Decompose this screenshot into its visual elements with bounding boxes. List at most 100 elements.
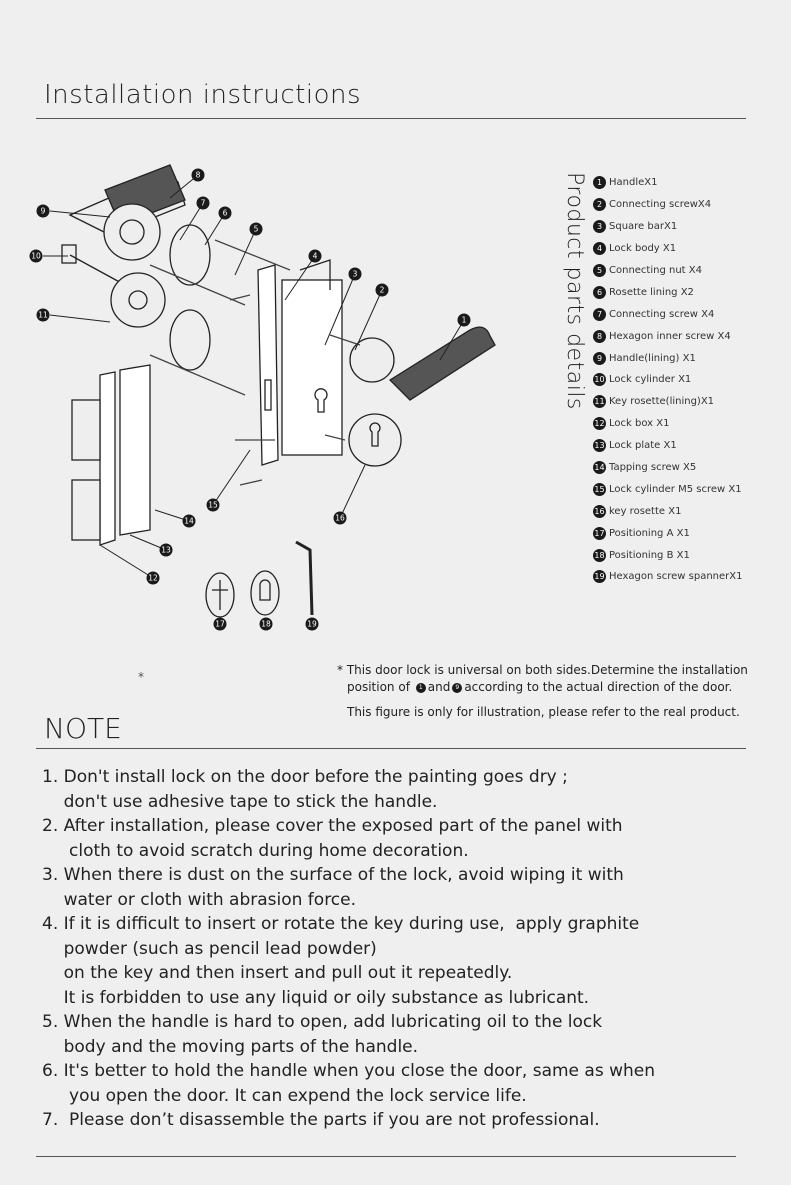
page-title: Installation instructions	[44, 80, 362, 110]
leader-lines	[43, 174, 465, 579]
parts-title: Product parts details	[562, 172, 587, 410]
part-label: Positioning B X1	[609, 549, 690, 561]
note-list: 1. Don't install lock on the door before…	[42, 765, 655, 1133]
note-line: 6. It's better to hold the handle when y…	[42, 1061, 656, 1081]
part-number: 11	[593, 395, 606, 409]
part-label: Key rosette(lining)X1	[609, 396, 715, 408]
note-line: don't use adhesive tape to stick the han…	[42, 791, 438, 812]
part-label: Lock box X1	[609, 418, 670, 430]
part-number: 8	[593, 329, 606, 343]
part-label: Rosette lining X2	[609, 286, 694, 298]
footnote-text: and	[427, 680, 451, 694]
footnote-text: according to the actual direction of the…	[464, 680, 733, 694]
key-rosette-drawing	[348, 413, 402, 467]
note-divider	[36, 748, 746, 749]
part-label: Lock cylinder M5 screw X1	[609, 483, 742, 495]
part-number: 14	[593, 461, 606, 475]
callout-6: 6	[218, 206, 232, 220]
callout-15: 15	[206, 498, 220, 512]
part-number: 19	[593, 570, 606, 584]
callout-3: 3	[348, 267, 362, 281]
part-label: Connecting screwX4	[609, 199, 712, 211]
part-label: Square barX1	[609, 221, 678, 233]
handle-lining-drawing	[68, 164, 186, 261]
part-label: Lock plate X1	[609, 440, 677, 452]
part-label: Hexagon inner screw X4	[609, 330, 731, 342]
note-line: It is forbidden to use any liquid or oil…	[42, 987, 590, 1008]
part-number: 1	[415, 682, 426, 693]
note-line: on the key and then insert and pull out …	[42, 963, 513, 983]
footnote-line-1: * This door lock is universal on both si…	[337, 663, 748, 677]
callout-12: 12	[146, 571, 160, 585]
spanner-drawing	[295, 540, 314, 616]
rosette-linings-drawing	[169, 224, 211, 371]
part-number: 7	[593, 307, 606, 321]
note-line: 7. Please don’t disassemble the parts if…	[42, 1110, 600, 1130]
callout-1: 1	[457, 313, 471, 327]
part-label: key rosette X1	[609, 505, 682, 517]
callout-8: 8	[191, 168, 205, 182]
part-number: 12	[593, 417, 606, 431]
stray-asterisk: *	[138, 670, 144, 684]
bottom-divider	[36, 1156, 736, 1157]
note-line: 2. After installation, please cover the …	[42, 816, 623, 836]
part-number: 6	[593, 285, 606, 299]
note-line: 4. If it is difficult to insert or rotat…	[42, 914, 640, 934]
part-label: Tapping screw X5	[609, 462, 697, 474]
footnote-line-3: This figure is only for illustration, pl…	[347, 705, 740, 719]
part-label: Lock cylinder X1	[609, 374, 692, 386]
part-label: Positioning A X1	[609, 527, 690, 539]
screws-drawing	[149, 239, 361, 486]
note-line: you open the door. It can expend the loc…	[42, 1085, 527, 1106]
title-divider	[36, 118, 746, 119]
callout-10: 10	[29, 249, 43, 263]
note-title: NOTE	[44, 712, 122, 745]
part-number: 9	[452, 682, 463, 693]
part-label: Connecting screw X4	[609, 308, 715, 320]
lock-body-drawing	[257, 259, 343, 466]
exploded-lock-diagram	[43, 164, 496, 618]
part-label: Hexagon screw spannerX1	[609, 571, 743, 583]
note-line: water or cloth with abrasion force.	[42, 889, 357, 910]
part-number: 3	[593, 220, 606, 234]
callout-9: 9	[36, 204, 50, 218]
part-label: HandleX1	[609, 177, 658, 189]
part-number: 1	[593, 176, 606, 190]
part-number: 10	[593, 373, 606, 387]
positioning-a-drawing	[205, 572, 235, 618]
footnote-text: position of	[347, 680, 410, 694]
part-number: 16	[593, 504, 606, 518]
note-line: body and the moving parts of the handle.	[42, 1036, 419, 1057]
lock-plate-drawing	[71, 364, 151, 546]
callout-2: 2	[375, 283, 389, 297]
callout-16: 16	[333, 511, 347, 525]
callout-18: 18	[259, 617, 273, 631]
part-number: 4	[593, 242, 606, 256]
note-line: 1. Don't install lock on the door before…	[42, 767, 568, 787]
callout-14: 14	[182, 514, 196, 528]
callout-19: 19	[305, 617, 319, 631]
part-number: 13	[593, 439, 606, 453]
callout-11: 11	[36, 308, 50, 322]
callout-5: 5	[249, 222, 263, 236]
part-number: 18	[593, 548, 606, 562]
part-number: 5	[593, 264, 606, 277]
